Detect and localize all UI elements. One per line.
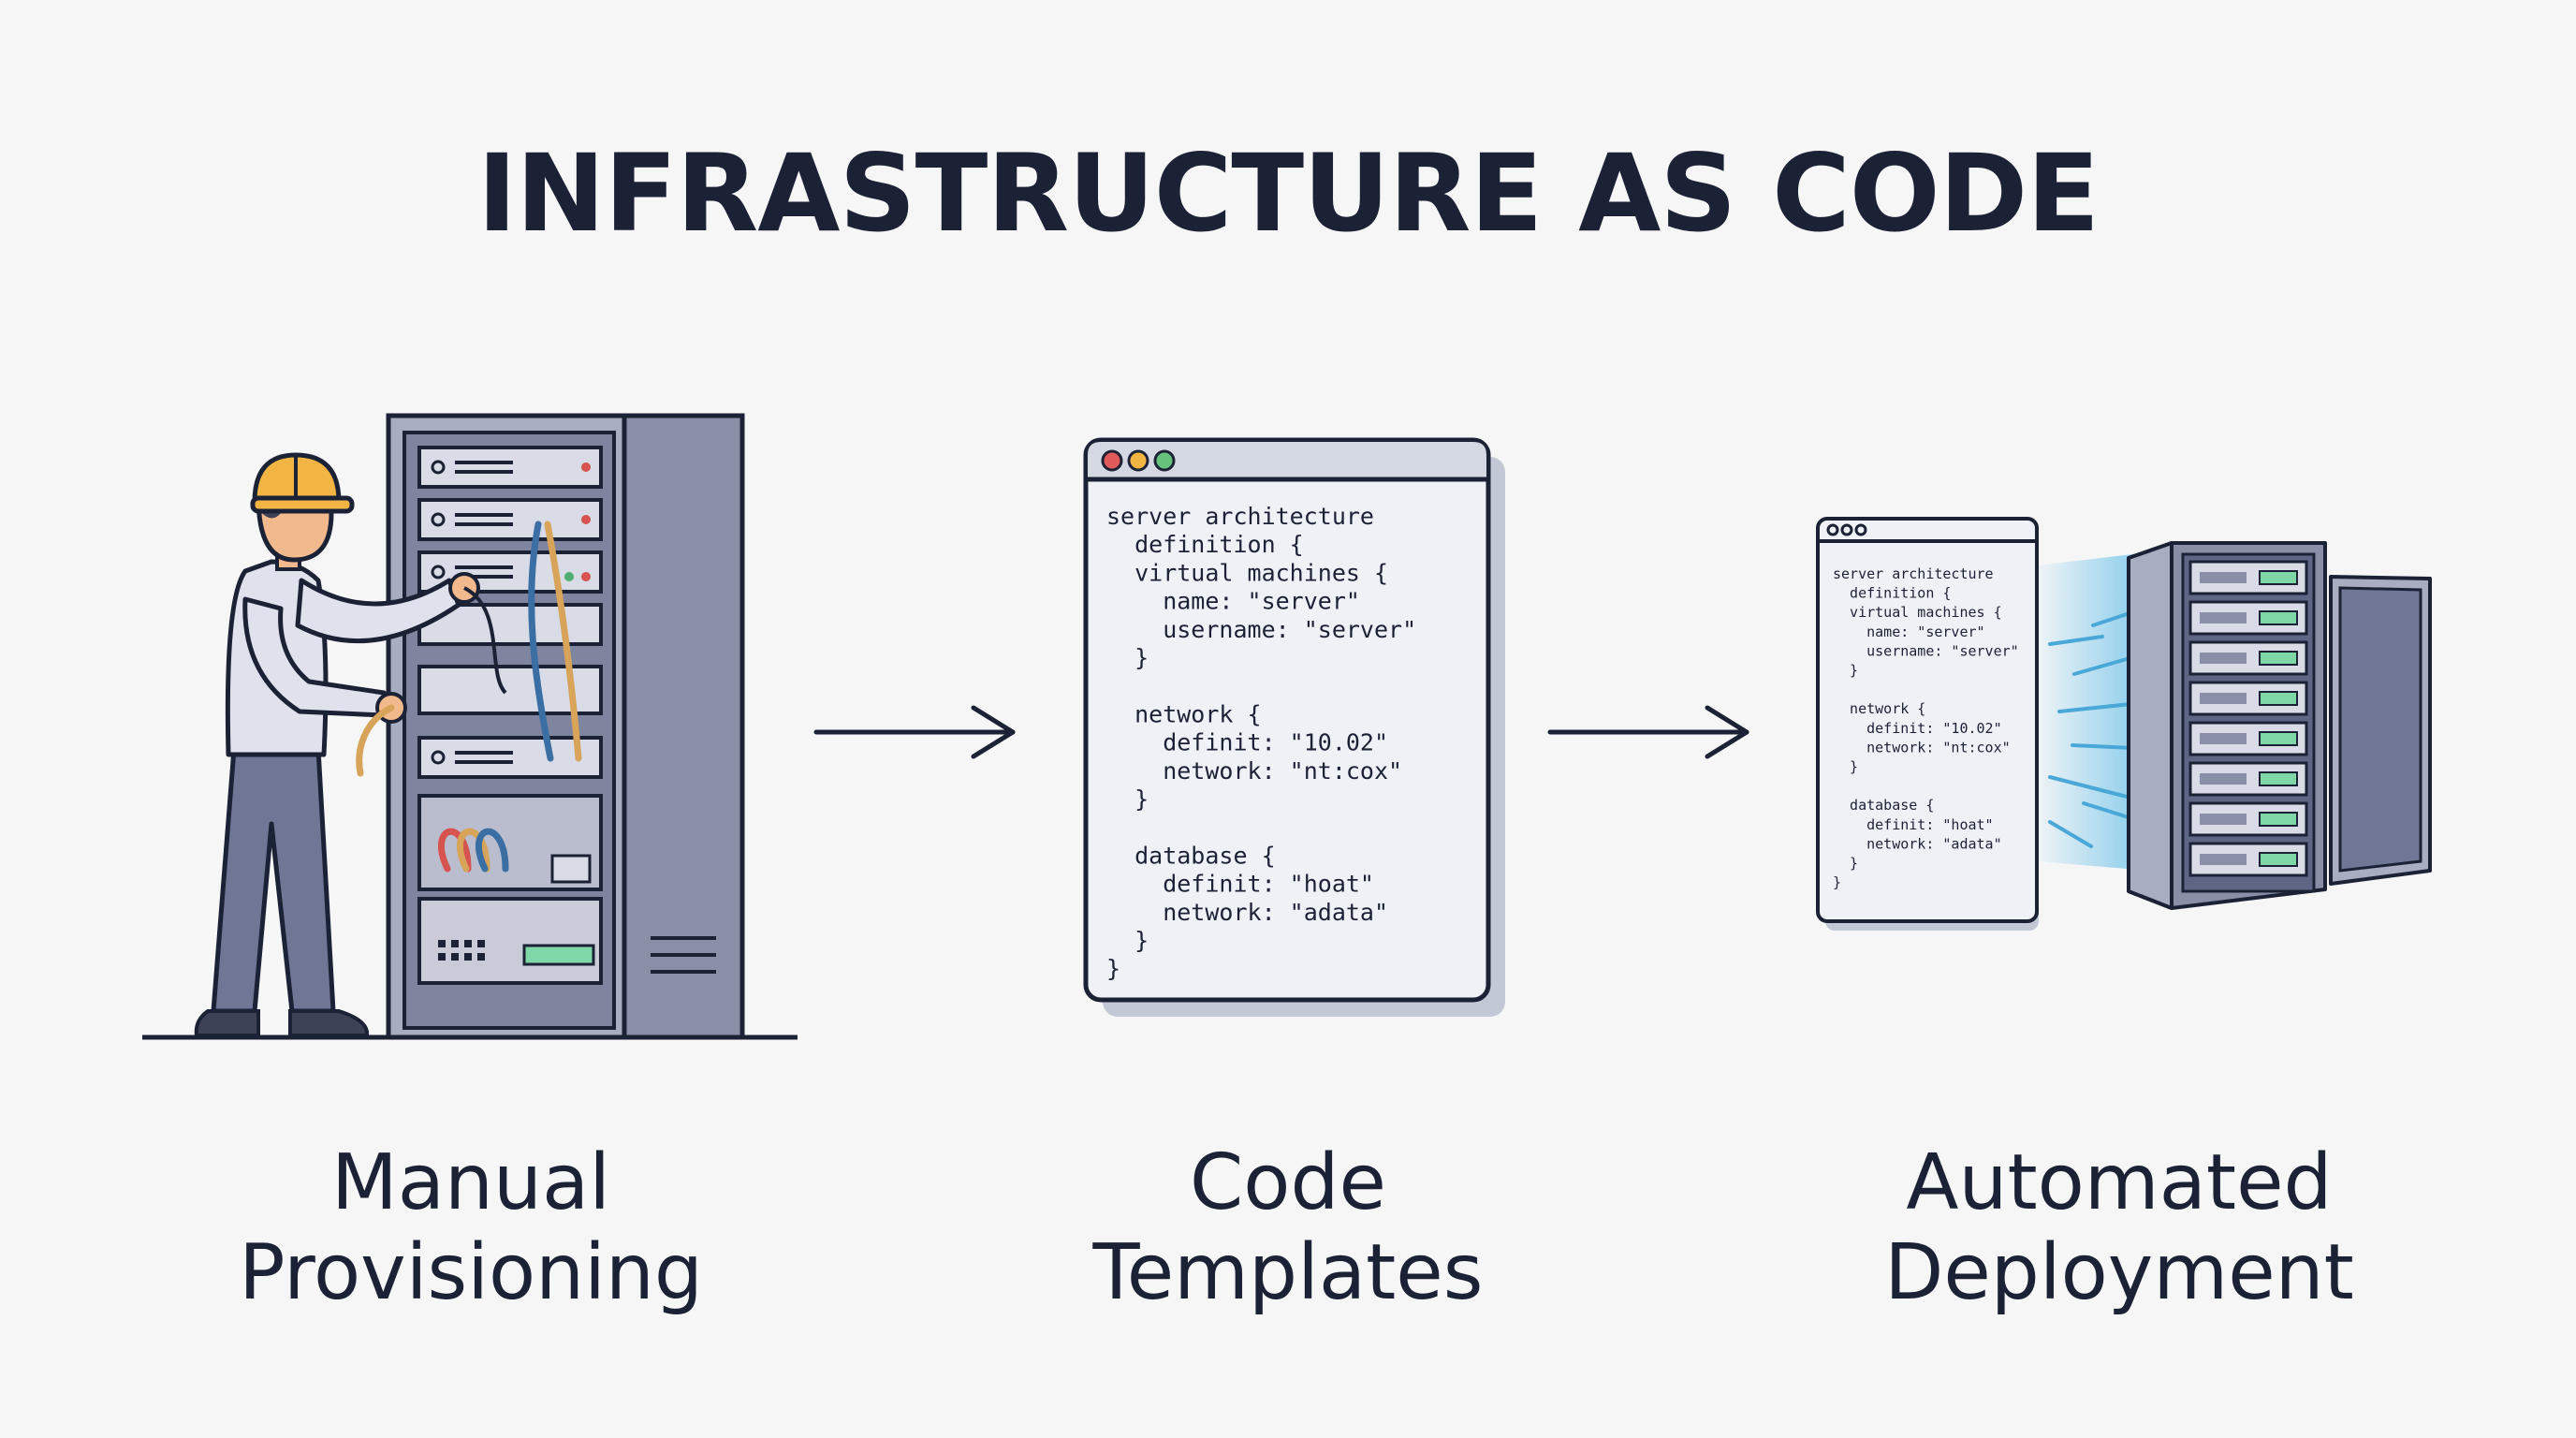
server-rack-icon <box>386 413 745 1040</box>
server-status-light <box>2259 570 2298 585</box>
code-line: server architecture <box>1106 503 1374 530</box>
code-line: definition { <box>1833 585 1951 602</box>
stage-label-line: Manual <box>331 1138 610 1227</box>
diagram-title: INFRASTRUCTURE AS CODE <box>476 131 2100 256</box>
code-line: definit: "10.02" <box>1833 720 2002 737</box>
code-line: } <box>1833 874 1841 891</box>
code-line: } <box>1833 758 1858 775</box>
code-line: } <box>1106 785 1149 813</box>
code-line: definition { <box>1106 531 1304 558</box>
code-line: virtual machines { <box>1106 559 1388 586</box>
stage-label-line: Provisioning <box>239 1228 703 1317</box>
code-line: network { <box>1833 700 1925 717</box>
code-editor-window-icon: server architecture definition { virtual… <box>1816 517 2039 931</box>
code-line: } <box>1833 662 1858 679</box>
code-line: network: "nt:cox" <box>1833 739 2011 756</box>
stage-label-line: Templates <box>1092 1228 1484 1317</box>
code-line: } <box>1106 955 1120 982</box>
server-unit-list <box>2188 560 2308 877</box>
server-status-light <box>2259 731 2298 746</box>
code-line: network { <box>1106 700 1262 727</box>
server-status-light <box>2259 651 2298 666</box>
server-status-light <box>2259 771 2298 786</box>
code-line: name: "server" <box>1833 624 1985 640</box>
code-line: definit: "10.02" <box>1106 729 1388 756</box>
server-status-light <box>2259 852 2298 867</box>
code-editor-window-icon: server architecture definition { virtual… <box>1083 437 1505 1017</box>
arrow-right-icon <box>1547 705 1749 759</box>
stage-label-line: Deployment <box>1884 1228 2354 1317</box>
deployment-code-text: server architecture definition { virtual… <box>1833 565 2019 891</box>
server-vent <box>2200 814 2247 825</box>
server-vent <box>2200 572 2247 583</box>
code-line: virtual machines { <box>1833 604 2002 621</box>
code-line: } <box>1106 644 1149 671</box>
code-line: username: "server" <box>1833 642 2019 659</box>
code-line: definit: "hoat" <box>1106 871 1374 898</box>
code-line: username: "server" <box>1106 616 1416 643</box>
server-status-light <box>2259 812 2298 827</box>
stage-label-manual-provisioning: Manual Provisioning <box>115 1138 827 1318</box>
code-line: network: "adata" <box>1106 899 1388 926</box>
server-vent <box>2200 693 2247 704</box>
stage-label-code-templates: Code Templates <box>932 1138 1644 1318</box>
code-line: name: "server" <box>1106 588 1360 615</box>
code-line: network: "adata" <box>1833 835 2002 852</box>
code-line: } <box>1833 855 1858 872</box>
server-status-light <box>2259 691 2298 706</box>
server-status-light <box>2259 610 2298 625</box>
server-vent <box>2200 773 2247 785</box>
server-vent <box>2200 854 2247 865</box>
manual-provisioning-illustration <box>142 413 798 1040</box>
stage-label-automated-deployment: Automated Deployment <box>1764 1138 2475 1318</box>
deployment-beam <box>2037 552 2149 871</box>
code-line: database { <box>1106 842 1276 869</box>
server-stack-icon <box>2127 541 2432 910</box>
stage-label-line: Automated <box>1906 1138 2333 1227</box>
code-line: definit: "hoat" <box>1833 816 1994 833</box>
code-line: network: "nt:cox" <box>1106 757 1402 785</box>
code-line: } <box>1106 927 1149 954</box>
automated-deployment-illustration: server architecture definition { virtual… <box>1816 517 2432 931</box>
code-template-text: server architecture definition { virtual… <box>1106 503 1416 982</box>
code-line: server architecture <box>1833 565 1994 582</box>
server-vent <box>2200 653 2247 664</box>
stage-label-line: Code <box>1190 1138 1386 1227</box>
arrow-right-icon <box>813 705 1016 759</box>
server-vent <box>2200 612 2247 624</box>
server-vent <box>2200 733 2247 744</box>
code-line: database { <box>1833 797 1934 814</box>
technician-icon <box>194 452 507 1037</box>
